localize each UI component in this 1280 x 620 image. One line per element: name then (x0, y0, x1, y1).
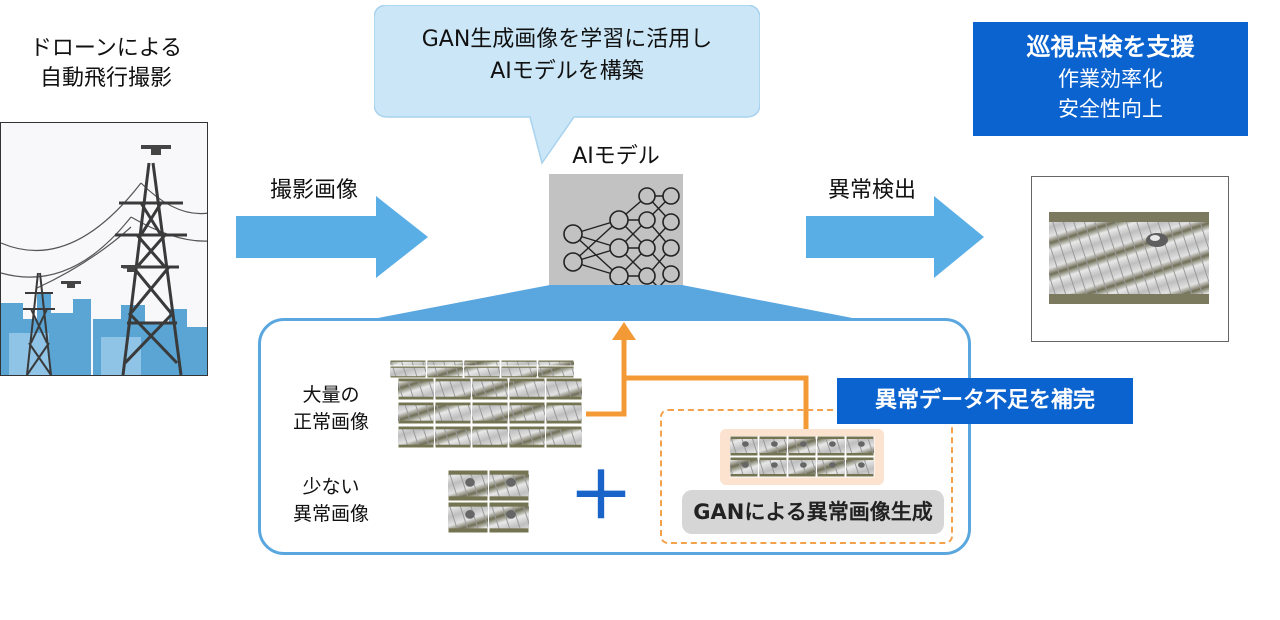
normal-image-tile (434, 425, 472, 449)
anomaly-image-tile (488, 469, 530, 502)
badge-title: 巡視点検を支援 (1026, 33, 1195, 61)
gan-generation-group (660, 409, 953, 544)
badge-line2: 安全性向上 (1058, 97, 1163, 121)
anomaly-image-tile (816, 435, 846, 457)
gan-label: GANによる異常画像生成 (693, 500, 933, 524)
gan-image-grid (729, 435, 876, 478)
normal-image-tile (397, 401, 435, 425)
anomaly-image-tile (729, 456, 759, 478)
normal-image-tile (434, 377, 472, 401)
anomaly-image-tile (758, 435, 788, 457)
speech-bubble (374, 5, 760, 165)
normal-image-tile (500, 365, 538, 379)
anomaly-image-tile (787, 435, 817, 457)
orange-feed-line (586, 322, 809, 430)
gan-label-box (682, 490, 944, 534)
few-anomaly-label: 少ない 異常画像 (266, 474, 396, 528)
anomaly-image-tile (787, 456, 817, 478)
normal-image-tile (471, 401, 509, 425)
normal-image-tile (397, 377, 435, 401)
normal-label-line2: 正常画像 (292, 411, 369, 433)
drone-caption-line1: ドローンによる (29, 36, 183, 61)
normal-image-tile (545, 401, 583, 425)
normal-image-grid (389, 359, 586, 450)
few-label-line2: 異常画像 (292, 503, 369, 525)
anomaly-image-tile (845, 456, 875, 478)
speech-bubble-text: GAN生成画像を学習に活用し AIモデルを構築 (374, 24, 760, 88)
normal-image-tile (463, 365, 501, 379)
complement-badge: 異常データ不足を補完 (837, 378, 1133, 424)
support-badge: 巡視点検を支援 作業効率化 安全性向上 (973, 22, 1248, 136)
normal-images-label: 大量の 正常画像 (266, 382, 396, 436)
normal-label-line1: 大量の (302, 384, 360, 406)
anomaly-image-tile (447, 469, 489, 502)
normal-image-tile (434, 401, 472, 425)
normal-image-tile (389, 365, 427, 379)
anomaly-image-tile (758, 456, 788, 478)
anomaly-image-tile (729, 435, 759, 457)
anomaly-image-tile (845, 435, 875, 457)
normal-image-tile (537, 365, 575, 379)
badge-line1: 作業効率化 (1058, 67, 1163, 91)
normal-image-tile (397, 425, 435, 449)
bubble-line1: GAN生成画像を学習に活用し (421, 27, 713, 52)
drone-caption-line2: 自動飛行撮影 (39, 66, 172, 91)
arrow1-label: 撮影画像 (270, 178, 359, 203)
bubble-line2: AIモデルを構築 (490, 59, 644, 84)
few-anomaly-image-grid (447, 469, 530, 534)
arrow2-label: 異常検出 (828, 178, 917, 203)
anomaly-image-tile (447, 501, 489, 534)
normal-image-tile (471, 377, 509, 401)
ai-model-label: AIモデル (572, 144, 660, 169)
normal-image-tile (508, 425, 546, 449)
anomaly-image-tile (488, 501, 530, 534)
normal-image-tile (508, 401, 546, 425)
anomaly-image-tile (816, 456, 846, 478)
anomaly-cable-photo (1049, 212, 1209, 304)
normal-image-tile (545, 425, 583, 449)
normal-image-tile (471, 425, 509, 449)
normal-image-tile (545, 377, 583, 401)
normal-image-tile (426, 365, 464, 379)
normal-image-tile (508, 377, 546, 401)
transmission-tower-illustration (0, 122, 208, 376)
drone-caption: ドローンによる 自動飛行撮影 (0, 34, 212, 94)
right-arrow-icon (806, 196, 984, 278)
few-label-line1: 少ない (302, 476, 360, 498)
right-arrow-icon (236, 196, 428, 278)
plus-icon: ＋ (569, 460, 633, 534)
